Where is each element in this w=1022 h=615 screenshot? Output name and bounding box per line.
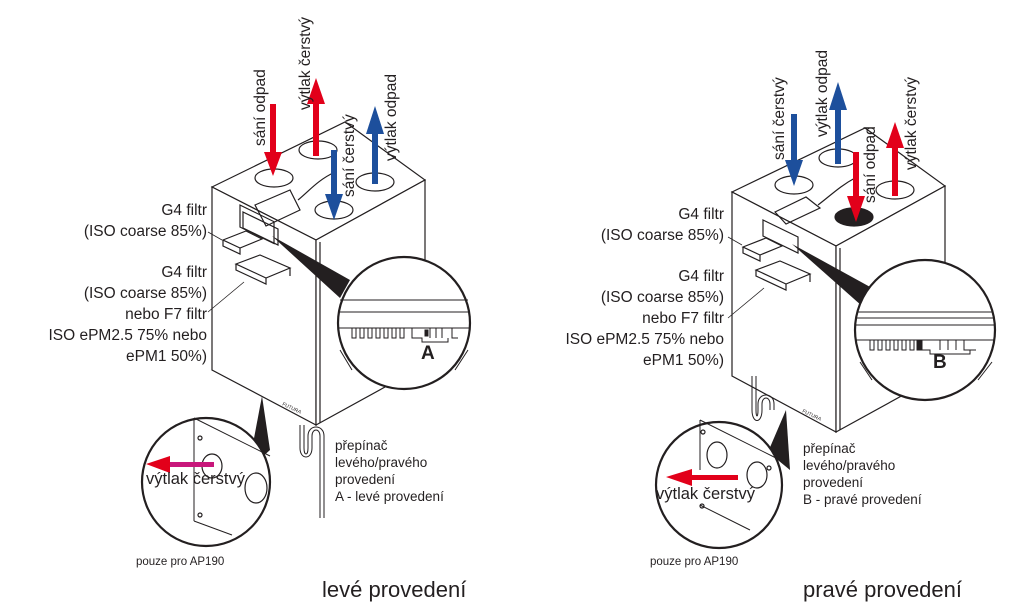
model-note: pouze pro AP190 xyxy=(136,556,225,568)
port-label: výtlak čerstvý xyxy=(903,76,920,170)
outlet-magnifier xyxy=(140,416,272,548)
switch-note: přepínač levého/pravého provedení B - pr… xyxy=(803,440,922,508)
arrow-up-red xyxy=(307,78,325,156)
arrow-down-blue xyxy=(785,114,803,186)
switch-note: přepínač levého/pravého provedení A - le… xyxy=(335,437,444,505)
outlet-magnifier xyxy=(654,420,784,550)
switch-note-line: B - pravé provedení xyxy=(803,492,922,507)
filter-top-label: G4 filtr (ISO coarse 85%) xyxy=(601,204,724,246)
filter-line: nebo F7 filtr xyxy=(125,306,207,323)
port-label: sání čerstvý xyxy=(771,77,788,160)
outlet-detail-label: výtlak čerstvý xyxy=(146,470,246,488)
filter-line: (ISO coarse 85%) xyxy=(600,289,724,306)
switch-note-line: levého/pravého xyxy=(803,458,896,473)
variant-caption: levé provedení xyxy=(322,577,467,602)
arrow-up-blue xyxy=(829,82,847,164)
filter-line: G4 filtr xyxy=(678,268,724,285)
arrow-left-magenta xyxy=(146,456,214,473)
filter-line: ePM1 50%) xyxy=(643,352,724,369)
switch-letter: A xyxy=(421,343,435,364)
model-note: pouze pro AP190 xyxy=(650,556,739,568)
filter-line: G4 filtr xyxy=(161,264,207,281)
arrow-down-red xyxy=(264,104,282,176)
arrow-left-red xyxy=(666,469,738,486)
port-label: sání odpad xyxy=(252,69,269,146)
switch-note-line: provedení xyxy=(335,472,396,487)
outlet-detail-label: výtlak čerstvý xyxy=(656,485,756,503)
switch-detail-a xyxy=(338,299,470,371)
magnifier-pointer xyxy=(272,236,350,298)
left-unit: FUTURA xyxy=(140,121,472,548)
switch-note-line: levého/pravého xyxy=(335,455,428,470)
left-airflow-arrows xyxy=(146,78,384,473)
filter-line: (ISO coarse 85%) xyxy=(600,227,724,244)
filter-line: G4 filtr xyxy=(678,206,724,223)
switch-note-line: přepínač xyxy=(803,441,856,456)
switch-detail-b xyxy=(856,311,994,381)
arrow-down-blue xyxy=(325,150,343,220)
filter-top-label: G4 filtr (ISO coarse 85%) xyxy=(84,200,207,242)
filter-line: ePM1 50%) xyxy=(126,348,207,365)
port-label: výtlak odpad xyxy=(383,73,400,161)
arrow-up-red xyxy=(886,122,904,196)
port-label: výtlak odpad xyxy=(814,49,831,137)
switch-note-line: A - levé provedení xyxy=(335,489,444,504)
port-label: sání odpad xyxy=(862,126,879,203)
switch-note-line: přepínač xyxy=(335,438,388,453)
magnifier-pointer xyxy=(792,244,872,306)
port-label: výtlak čerstvý xyxy=(297,16,314,110)
filter-bottom-label: G4 filtr (ISO coarse 85%) nebo F7 filtr … xyxy=(565,266,724,371)
port-label: sání čerstvý xyxy=(341,114,358,197)
right-unit: FUTURA xyxy=(654,127,997,550)
filter-line: (ISO coarse 85%) xyxy=(83,285,207,302)
filter-line: (ISO coarse 85%) xyxy=(83,223,207,240)
right-airflow-arrows xyxy=(666,82,904,486)
arrow-down-red xyxy=(847,152,865,222)
switch-letter: B xyxy=(933,352,947,373)
variant-caption: pravé provedení xyxy=(803,577,962,602)
filter-line: nebo F7 filtr xyxy=(642,310,724,327)
arrow-up-blue xyxy=(366,106,384,184)
filter-line: G4 filtr xyxy=(161,202,207,219)
switch-magnifier-a xyxy=(336,255,472,391)
filter-line: ISO ePM2.5 75% nebo xyxy=(48,327,207,344)
switch-note-line: provedení xyxy=(803,475,864,490)
filter-line: ISO ePM2.5 75% nebo xyxy=(565,331,724,348)
filter-bottom-label: G4 filtr (ISO coarse 85%) nebo F7 filtr … xyxy=(48,262,207,367)
switch-magnifier-b xyxy=(853,258,997,402)
